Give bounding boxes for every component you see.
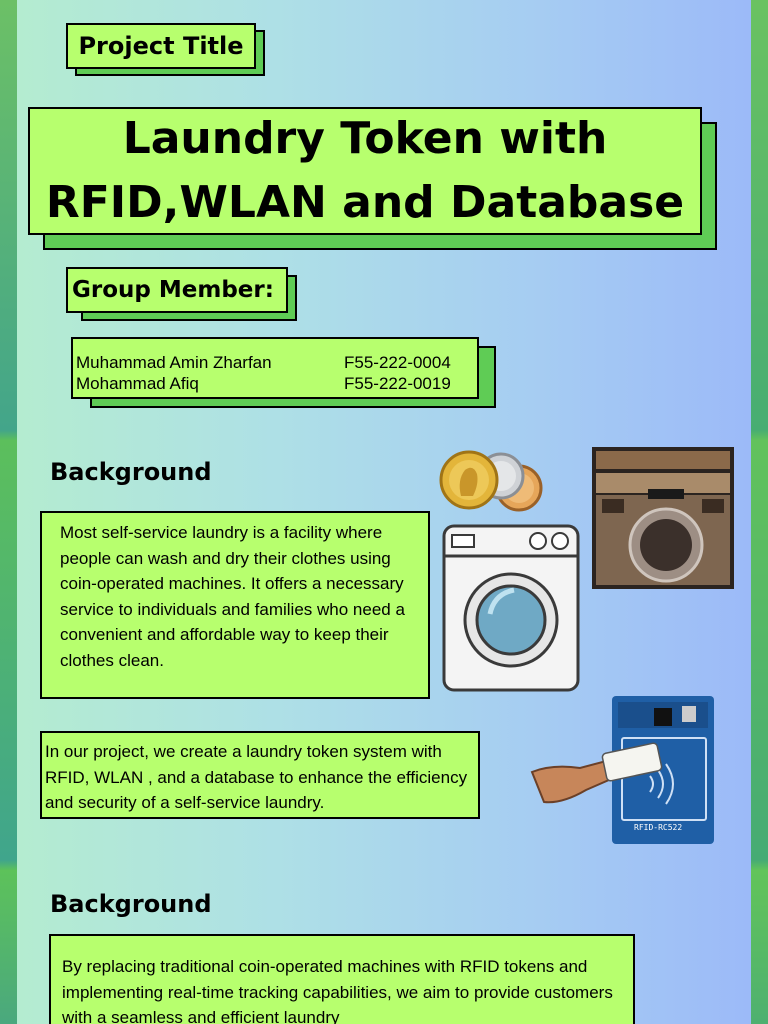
title-panel: Project Title Laundry Token with RFID,WL…: [17, 0, 751, 432]
background-paragraph-2: By replacing traditional coin-operated m…: [62, 957, 613, 1024]
project-label-box: Project Title: [66, 23, 256, 69]
coins-icon: [439, 450, 557, 516]
members-box: Muhammad Amin Zharfan F55-222-0004 Moham…: [71, 337, 479, 399]
member-row: Muhammad Amin Zharfan F55-222-0004: [76, 352, 477, 373]
group-label: Group Member:: [72, 277, 274, 303]
project-desc-box: In our project, we create a laundry toke…: [40, 731, 480, 819]
left-decorative-strip: [0, 0, 17, 1024]
member-name: Mohammad Afiq: [76, 374, 199, 393]
background-paragraph-box: Most self-service laundry is a facility …: [40, 511, 430, 699]
member-name: Muhammad Amin Zharfan: [76, 353, 272, 372]
background-panel-2: Background By replacing traditional coin…: [17, 862, 751, 1024]
title-line-1: Laundry Token with: [122, 113, 608, 164]
background-paragraph: Most self-service laundry is a facility …: [60, 523, 405, 670]
background-heading-2: Background: [50, 890, 212, 918]
rfid-reader-icon: RFID-RC522: [522, 694, 722, 846]
project-desc-paragraph: In our project, we create a laundry toke…: [45, 742, 468, 812]
project-label: Project Title: [78, 32, 244, 60]
rfid-module-label: RFID-RC522: [634, 823, 682, 832]
group-label-box: Group Member:: [66, 267, 288, 313]
member-id: F55-222-0019: [344, 374, 451, 393]
member-row: Mohammad Afiq F55-222-0019: [76, 373, 477, 394]
background-panel: Background Most self-service laundry is …: [17, 432, 751, 862]
washing-machine-icon: [442, 524, 580, 692]
member-id: F55-222-0004: [344, 353, 451, 372]
title-box: Laundry Token with RFID,WLAN and Databas…: [28, 107, 702, 235]
right-decorative-strip: [751, 0, 768, 1024]
background-heading: Background: [50, 458, 212, 486]
laundromat-photo: [592, 447, 734, 589]
background-paragraph-box-2: By replacing traditional coin-operated m…: [49, 934, 635, 1024]
title-line-2: RFID,WLAN and Database: [45, 177, 685, 228]
